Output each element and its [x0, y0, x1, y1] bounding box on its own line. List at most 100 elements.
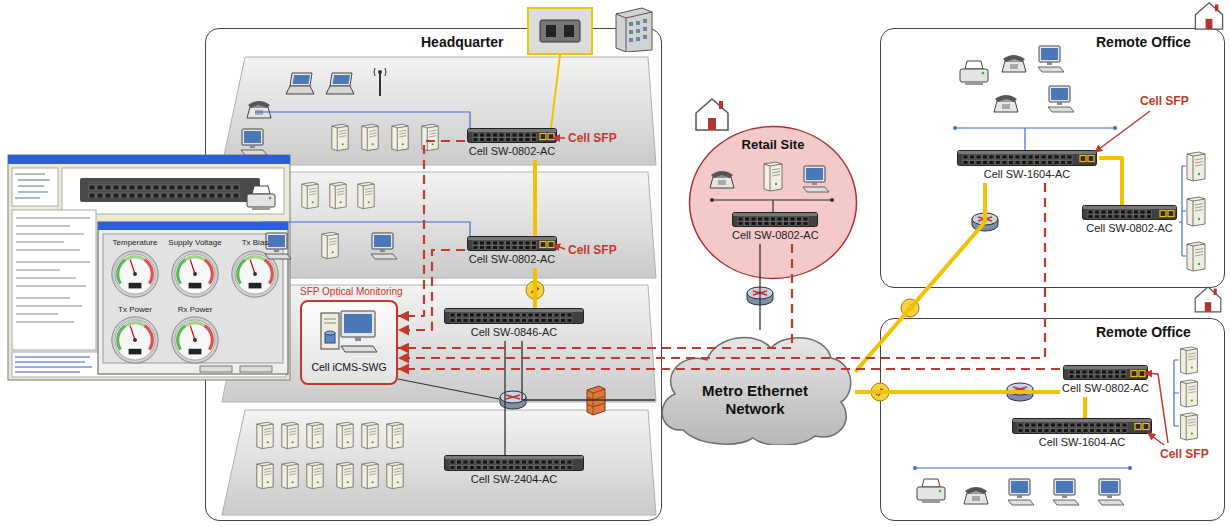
switch-label: Cell SW-0802-AC [1062, 382, 1149, 395]
switch-port [450, 313, 455, 317]
headquarter-devices [358, 182, 374, 208]
floor-plane [222, 410, 656, 515]
floor-plane [222, 57, 656, 165]
switch-port [541, 319, 546, 323]
switch-port [1127, 215, 1132, 219]
switch-port [1051, 429, 1056, 433]
site-title: Remote Office [1096, 34, 1191, 51]
switch-port [486, 246, 491, 250]
switch-label: Cell SW-1604-AC [1012, 436, 1152, 449]
switch-port [499, 138, 504, 142]
software-screenshot [62, 168, 284, 214]
switch-port [509, 466, 514, 470]
switch-port [1101, 210, 1106, 214]
switch-port [1015, 155, 1020, 159]
headquarter-devices [302, 182, 318, 208]
switch-top [1013, 419, 1151, 422]
switch-port [532, 241, 537, 245]
switch-port [457, 460, 462, 464]
headquarter-devices [337, 462, 353, 488]
switch-port [1057, 423, 1062, 427]
sfp-port [1080, 156, 1086, 162]
switch-port [554, 319, 559, 323]
switch-port [525, 133, 530, 137]
switch-port [1147, 215, 1152, 219]
switch-port [1035, 161, 1040, 165]
headquarter-devices [564, 25, 574, 37]
switch-port [738, 217, 743, 221]
switch-port [489, 466, 494, 470]
switch-port [509, 460, 514, 464]
switch-port [1134, 210, 1139, 214]
switch-port [457, 319, 462, 323]
switch-port [502, 466, 507, 470]
switch-port [1095, 375, 1100, 379]
switch-port [1140, 215, 1145, 219]
switch-port [1101, 215, 1106, 219]
label-anchor: Supply Voltage [168, 238, 221, 247]
switch-port [1103, 423, 1108, 427]
switch-port [1018, 423, 1023, 427]
switch-port [1002, 161, 1007, 165]
switch-port [496, 313, 501, 317]
retail-devices [830, 198, 834, 202]
label-anchor: Cell SFP [1140, 94, 1189, 108]
switch-port [483, 319, 488, 323]
switch-port [522, 319, 527, 323]
switch-port [1108, 215, 1113, 219]
switch-port [1114, 215, 1119, 219]
label-anchor: Cell SFP [568, 131, 617, 145]
switch-graphic [444, 455, 584, 471]
ellipse-shape [325, 331, 335, 335]
software-screenshot [98, 222, 288, 374]
switch-port [470, 319, 475, 323]
switch-top [445, 456, 583, 459]
switch-port [1122, 429, 1127, 433]
software-screenshot [16, 218, 90, 322]
remote-office-devices [964, 487, 988, 504]
switch-port [1101, 375, 1106, 379]
label-anchor: Temperature [113, 238, 158, 247]
switch-body [1083, 206, 1177, 220]
switch-port [1114, 210, 1119, 214]
switch-port [519, 138, 524, 142]
switch-port [1041, 155, 1046, 159]
switch-label: Cell SW-0802-AC [1082, 222, 1177, 235]
switch-port [764, 217, 769, 221]
switch-port [519, 133, 524, 137]
site-title: Retail Site [688, 137, 858, 153]
switch-port [1108, 370, 1113, 374]
retail-devices [712, 200, 832, 212]
switch-body [445, 456, 584, 471]
switch-port [970, 161, 975, 165]
remote-office-devices [1113, 126, 1117, 130]
switch-port [1069, 370, 1074, 374]
switch-port [1031, 423, 1036, 427]
headquarter-devices [387, 462, 403, 488]
remote-office-devices [960, 61, 988, 85]
switch-port [1075, 375, 1080, 379]
switch-port [486, 133, 491, 137]
headquarter-devices [332, 124, 348, 150]
switch-port [1095, 370, 1100, 374]
switch-port [502, 460, 507, 464]
switch-port [1140, 210, 1145, 214]
switch-label: Cell SW-0802-AC [467, 145, 557, 158]
switch-port [1114, 375, 1119, 379]
switch-port [1095, 215, 1100, 219]
switch-port [1077, 423, 1082, 427]
switch-port [1044, 429, 1049, 433]
switch-port [532, 133, 537, 137]
switch-port [1070, 423, 1075, 427]
switch-port [476, 313, 481, 317]
headquarter-devices [247, 186, 275, 210]
switch-port [567, 319, 572, 323]
network-switch: Cell SW-0802-AC [1060, 365, 1151, 397]
label-anchor: Tx Power [118, 305, 152, 314]
gauge-title: Temperature [113, 238, 158, 247]
switch-port [512, 138, 517, 142]
switch-port [1083, 429, 1088, 433]
switch-port [1054, 155, 1059, 159]
remote-office-devices [915, 467, 1130, 468]
switch-port [989, 155, 994, 159]
